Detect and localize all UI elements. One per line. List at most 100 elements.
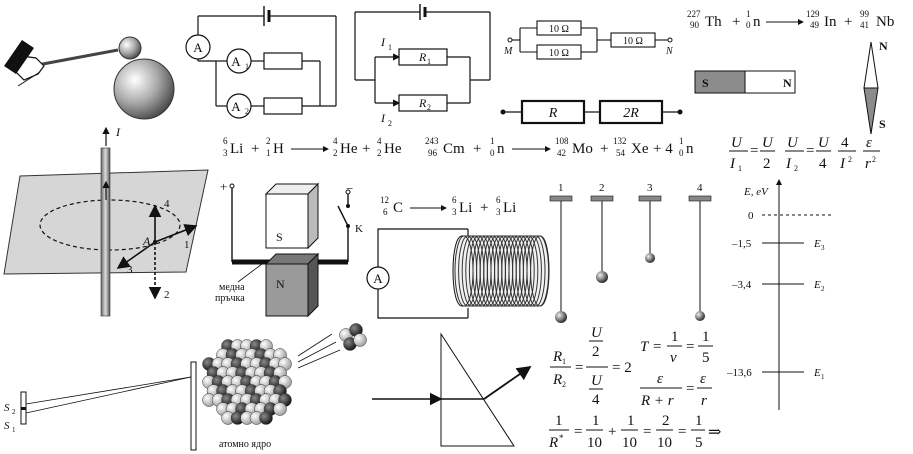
- current-label: I: [115, 125, 121, 139]
- frequency-nu: ν: [670, 350, 677, 366]
- internal-r: r: [701, 393, 707, 409]
- he-mass-number: 4: [377, 136, 382, 146]
- level-e2-label: E: [813, 279, 821, 291]
- point-a: [153, 240, 157, 244]
- in-symbol: In: [824, 14, 837, 30]
- equals-sign: =: [575, 360, 583, 376]
- neutron-mass-number: 1: [490, 136, 495, 146]
- frac6-exponent: 2: [872, 155, 876, 164]
- level-e1-subscript: 1: [821, 373, 825, 381]
- resistor-network: [510, 20, 670, 60]
- li-atomic-number: 3: [223, 148, 228, 158]
- ratio-r1-subscript: 1: [562, 357, 566, 366]
- equals-sign: =: [643, 424, 651, 440]
- frac-ten: 10: [587, 435, 602, 451]
- mo-atomic-number: 42: [557, 148, 566, 158]
- magnet-north-half: [744, 70, 796, 94]
- c-atomic-number: 6: [383, 207, 388, 217]
- minus-terminal-label: −: [346, 181, 353, 196]
- ratio-r2: R: [552, 372, 562, 388]
- reaction-thorium: 227 90 Th + 1 0 n 129 49 In + 99 41 Nb: [687, 9, 894, 30]
- resistor-r1-label: R: [418, 50, 427, 64]
- emf-numerator: ε: [657, 371, 663, 387]
- frac2-denominator: 2: [763, 156, 771, 172]
- ammeter-a1-label: A: [231, 54, 241, 69]
- prism-figure: [372, 332, 532, 447]
- nucleon: [273, 402, 287, 416]
- magnet-s-pole: [265, 193, 309, 249]
- coil-turn: [515, 235, 535, 307]
- switch-contact: [346, 204, 350, 208]
- equals-sign: =: [574, 424, 582, 440]
- direction-1-label: 1: [184, 239, 190, 251]
- neutron-mass-number: 1: [679, 136, 684, 146]
- direction-1-arrow: [154, 224, 198, 243]
- nb-symbol: Nb: [876, 14, 894, 30]
- plus-sign: +: [608, 424, 616, 440]
- rod-label-line2: пръчка: [215, 293, 245, 304]
- slit-s2-subscript: 2: [12, 408, 16, 416]
- level-zero-label: 0: [748, 210, 754, 222]
- atomic-nucleus-figure: атомно ядро: [202, 323, 367, 450]
- pendulum-number: 2: [599, 182, 605, 194]
- level-e3-label: E: [813, 238, 821, 250]
- resistor-series-label: 10 Ω: [623, 36, 643, 47]
- nb-mass-number: 99: [860, 9, 870, 19]
- frac2-numerator: U: [762, 135, 774, 151]
- frac-ten: 10: [622, 435, 637, 451]
- terminal-plus: [229, 183, 235, 189]
- ammeter-a1: A 1: [226, 48, 252, 74]
- level-e2-value: –3,4: [731, 279, 752, 291]
- prism: [440, 332, 515, 447]
- neutron-charge-number: 0: [679, 148, 684, 158]
- frac3-subscript: 2: [794, 164, 798, 173]
- equations-block: R 1 R 2 = U 2 U 4 = 2 T = 1 ν = 1 5 ε R …: [548, 325, 721, 451]
- coil-circuit: [377, 228, 469, 319]
- reaction-carbon: 12 6 C 6 3 Li + 6 3 Li: [380, 195, 516, 217]
- th-symbol: Th: [705, 14, 722, 30]
- in-atomic-number: 49: [810, 20, 820, 30]
- ammeter-a2-label: A: [231, 99, 241, 114]
- terminal-minus: [345, 189, 351, 195]
- equals-sign: =: [750, 143, 758, 159]
- frac1-subscript: 1: [738, 164, 742, 173]
- neutron-symbol: n: [753, 14, 761, 30]
- pendulum-support: [638, 195, 662, 202]
- frac5-numerator: 4: [841, 135, 849, 151]
- frac-five: 5: [695, 435, 703, 451]
- frac-ten: 10: [657, 435, 672, 451]
- ammeter-a2-subscript: 2: [245, 107, 249, 116]
- he-atomic-number: 2: [377, 148, 382, 158]
- current-i1-subscript: 1: [388, 43, 392, 52]
- frac-two: 2: [662, 413, 670, 429]
- neutron-mass-number: 1: [746, 9, 751, 19]
- li-symbol: Li: [230, 141, 243, 157]
- series-terminal-right: [677, 109, 683, 115]
- direction-3-arrow: [116, 241, 156, 269]
- reaction-lithium: 6 3 Li + 2 1 H 4 2 He + 4 2 He: [223, 136, 402, 158]
- ammeter-coil-label: A: [373, 271, 383, 286]
- direction-3-label: 3: [127, 264, 133, 276]
- nucleon: [259, 411, 273, 425]
- nb-atomic-number: 41: [860, 20, 869, 30]
- energy-level-diagram: E, eV 0 –1,5 E 3 –3,4 E 2 –13,6 E 1: [726, 179, 834, 410]
- magnet-n-pole: [265, 263, 309, 317]
- emitted-fragment: [339, 323, 367, 351]
- frac4-denominator: 4: [819, 156, 827, 172]
- series-resistors: [503, 99, 680, 125]
- resistor-r2-label: R: [418, 96, 427, 110]
- u-over-2-denominator: 2: [592, 344, 600, 360]
- current-i2-subscript: 2: [388, 119, 392, 128]
- resistor-r-label: R: [548, 106, 558, 121]
- pendulum-bob: [596, 271, 608, 283]
- th-mass-number: 227: [687, 9, 701, 19]
- level-e1-label: E: [813, 367, 821, 379]
- resistor-2r-label: 2R: [623, 106, 639, 121]
- li-symbol: Li: [459, 200, 472, 216]
- ammeter-circuit: [197, 6, 337, 115]
- magnet-s-label: S: [702, 76, 709, 90]
- parallel-resistor-circuit: [354, 4, 491, 112]
- frac-one: 1: [671, 329, 679, 345]
- li-mass-number: 6: [223, 136, 228, 146]
- plus-sign: +: [473, 141, 481, 157]
